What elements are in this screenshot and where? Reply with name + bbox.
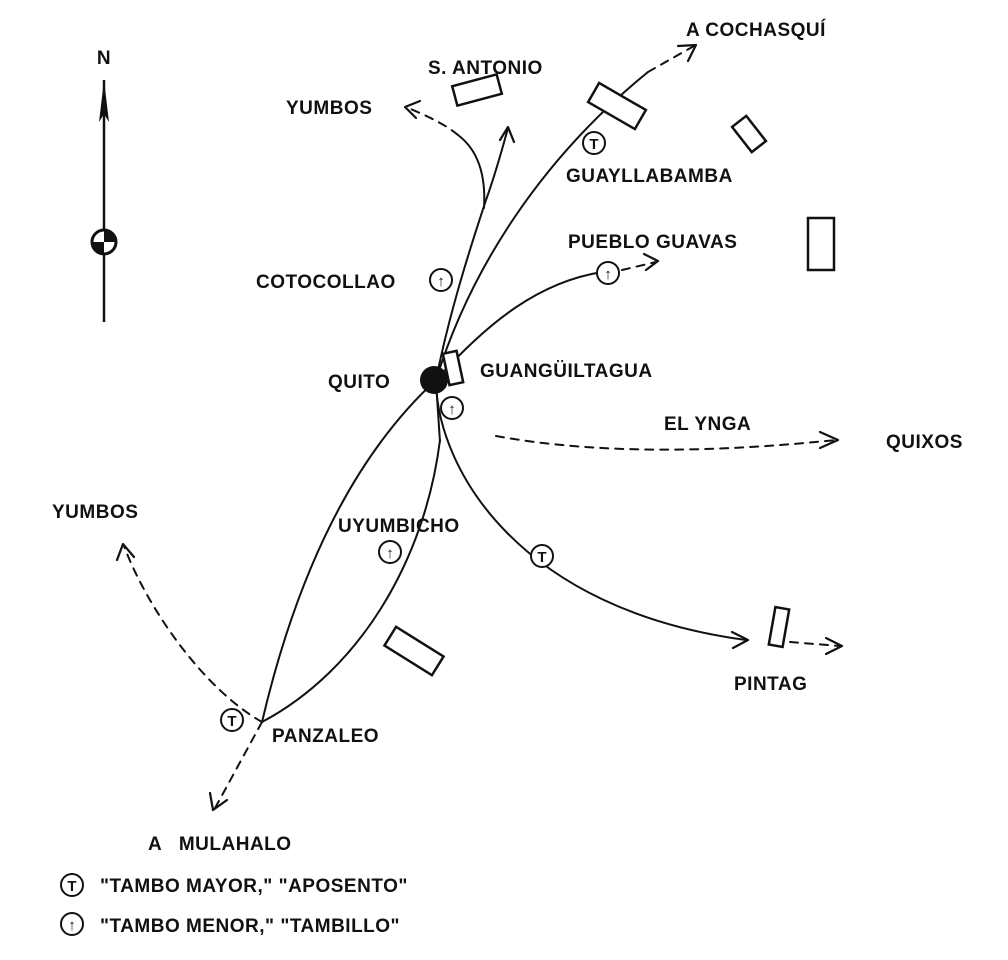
branch-mulahalo bbox=[213, 721, 263, 811]
branch-pintag-east bbox=[789, 641, 841, 647]
label-guanguiltagua: GUANGÜILTAGUA bbox=[480, 361, 653, 382]
arrowheads bbox=[115, 43, 844, 812]
svg-text:T: T bbox=[589, 136, 598, 153]
site-rect-cochasqui bbox=[586, 81, 648, 131]
tambo-menor-uyumbicho: ↑ bbox=[378, 540, 402, 564]
tambo-menor-quito: ↑ bbox=[440, 396, 464, 420]
branch-el-ynga bbox=[495, 435, 837, 451]
road-quito-san-antonio bbox=[435, 127, 509, 381]
site-rect-guanguiltagua bbox=[441, 349, 465, 387]
site-rect-pintag bbox=[767, 605, 791, 649]
arrow-san-antonio-icon bbox=[498, 125, 516, 144]
svg-text:↑: ↑ bbox=[386, 545, 394, 562]
label-uyumbicho: UYUMBICHO bbox=[338, 516, 460, 537]
legend-tambo-mayor-icon: T bbox=[60, 873, 84, 897]
tambo-mayor-pintag-road: T bbox=[530, 544, 554, 568]
label-quito: QUITO bbox=[328, 372, 390, 393]
branch-yumbos-north bbox=[405, 106, 459, 136]
arrow-yumbos-north-icon bbox=[403, 99, 422, 120]
tambo-symbols: T ↑ ↑ ↑ ↑ T T bbox=[220, 131, 620, 732]
arrow-pintag-east-icon bbox=[824, 636, 844, 656]
legend-tambo-mayor-text: "TAMBO MAYOR," "APOSENTO" bbox=[100, 876, 408, 897]
site-rect-northeast bbox=[730, 114, 768, 154]
arrow-yumbos-south-icon bbox=[115, 542, 136, 562]
label-cotocollao: COTOCOLLAO bbox=[256, 272, 396, 293]
arrow-quixos-icon bbox=[818, 430, 840, 450]
road-to-yumbos-north bbox=[457, 134, 486, 209]
legend-tambo-menor-text: "TAMBO MENOR," "TAMBILLO" bbox=[100, 916, 400, 937]
label-el-ynga: EL YNGA bbox=[664, 414, 751, 435]
site-markers bbox=[382, 72, 836, 677]
branch-cochasqui bbox=[647, 45, 695, 73]
arrow-pintag-icon bbox=[730, 630, 750, 650]
legend: T "TAMBO MAYOR," "APOSENTO" ↑ "TAMBO MEN… bbox=[60, 873, 408, 937]
compass-rose-icon bbox=[90, 228, 118, 256]
site-rect-uyumbicho bbox=[382, 625, 446, 677]
arrow-cochasqui-icon bbox=[676, 43, 698, 63]
svg-text:↑: ↑ bbox=[448, 401, 456, 418]
quito-dot bbox=[420, 366, 448, 394]
legend-tambo-menor-icon: ↑ bbox=[60, 912, 84, 936]
svg-text:T: T bbox=[227, 713, 236, 730]
north-arrow: N bbox=[90, 48, 118, 322]
tambo-mayor-guayllabamba: T bbox=[582, 131, 606, 155]
place-labels: A COCHASQUÍ S. ANTONIO YUMBOS GUAYLLABAM… bbox=[52, 19, 963, 855]
north-label: N bbox=[97, 48, 111, 69]
svg-text:↑: ↑ bbox=[437, 273, 445, 290]
svg-text:↑: ↑ bbox=[68, 917, 76, 934]
tambo-mayor-panzaleo: T bbox=[220, 708, 244, 732]
site-rect-pueblo-guavas bbox=[806, 216, 836, 272]
label-pueblo-guavas: PUEBLO GUAVAS bbox=[568, 232, 737, 253]
svg-text:T: T bbox=[67, 878, 76, 895]
label-san-antonio: S. ANTONIO bbox=[428, 58, 543, 79]
road-quito-panzaleo-east bbox=[261, 439, 441, 723]
label-yumbos-north: YUMBOS bbox=[286, 98, 372, 119]
label-pintag: PINTAG bbox=[734, 674, 807, 695]
label-quixos: QUIXOS bbox=[886, 432, 963, 453]
label-guayllabamba: GUAYLLABAMBA bbox=[566, 166, 733, 187]
road-quito-panzaleo-west bbox=[261, 379, 437, 723]
branch-yumbos-south bbox=[123, 545, 263, 723]
svg-text:T: T bbox=[537, 549, 546, 566]
label-cochasqui: A COCHASQUÍ bbox=[686, 19, 826, 41]
tambo-menor-pueblo-guavas: ↑ bbox=[596, 261, 620, 285]
label-panzaleo: PANZALEO bbox=[272, 726, 379, 747]
arrow-mulahalo-icon bbox=[208, 791, 229, 812]
arrow-pueblo-guavas-icon bbox=[642, 252, 660, 272]
label-yumbos-south: YUMBOS bbox=[52, 502, 138, 523]
svg-text:↑: ↑ bbox=[604, 266, 612, 283]
site-rect-san-antonio bbox=[450, 72, 504, 108]
label-mulahalo: A MULAHALO bbox=[148, 834, 292, 855]
road-quito-pintag bbox=[435, 381, 747, 641]
dashed-branches bbox=[123, 45, 841, 811]
branch-pueblo-guavas bbox=[621, 261, 657, 271]
tambo-menor-cotocollao: ↑ bbox=[429, 268, 453, 292]
